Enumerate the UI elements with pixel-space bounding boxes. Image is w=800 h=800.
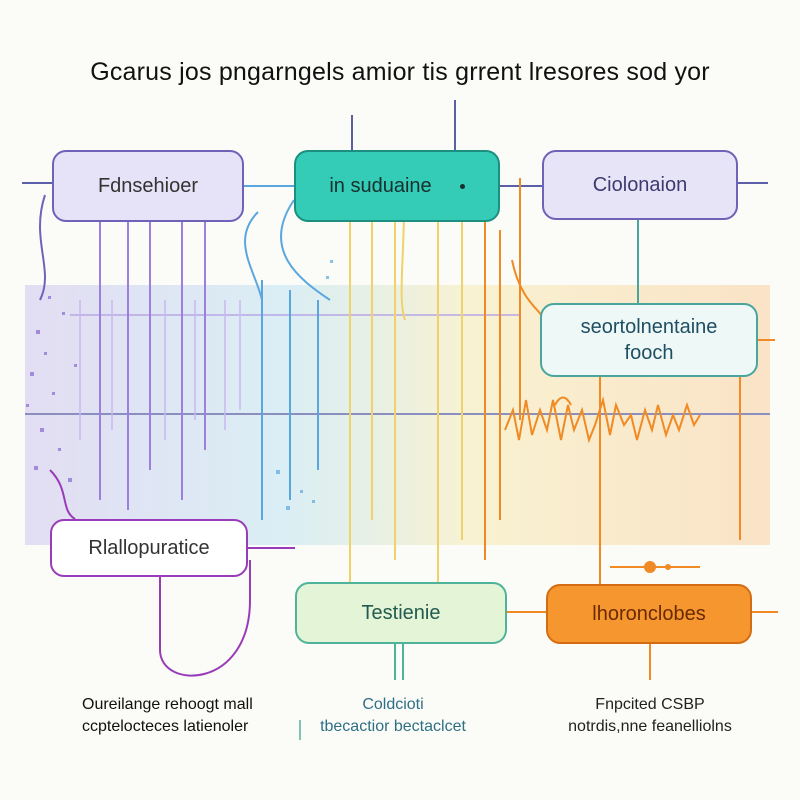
- caption-right: Fnpcited CSBP notrdis,nne feanelliolns: [540, 694, 760, 737]
- box-bottom-center-label: Testienie: [361, 602, 441, 624]
- caption-left: Oureilange rehoogt mall ccptelocteces la…: [82, 694, 253, 737]
- caption-right-line2: notrdis,nne feanelliolns: [568, 717, 732, 735]
- box-bottom-center: Testienie: [295, 582, 507, 644]
- box-middle-right-line2: fooch: [624, 342, 674, 364]
- caption-left-line1: Oureilange rehoogt mall: [82, 696, 253, 713]
- box-bottom-right-label: lhoronclobes: [592, 603, 706, 625]
- box-middle-right-line1: seortolnentaine: [580, 316, 718, 338]
- caption-left-line2: ccptelocteces latienoler: [82, 717, 249, 735]
- box-bottom-right: lhoronclobes: [546, 584, 752, 644]
- box-top-center-label: in suduaine: [329, 175, 432, 197]
- box-middle-left-label: Rlallopuratice: [88, 537, 210, 559]
- box-top-right: Ciolonaion: [542, 150, 738, 220]
- box-middle-left: Rlallopuratice: [50, 519, 248, 577]
- caption-right-line1: Fnpcited CSBP: [595, 696, 705, 713]
- caption-center-line1: Coldcioti: [362, 696, 424, 713]
- caption-center-line2: tbecactior bectaclcet: [320, 717, 466, 735]
- caption-center: Coldcioti tbecactior bectaclcet: [300, 694, 486, 737]
- box-top-left-label: Fdnsehioer: [97, 175, 199, 197]
- diagram-title: Gcarus jos pngarngels amior tis grrent l…: [90, 58, 710, 86]
- box-top-left: Fdnsehioer: [52, 150, 244, 222]
- box-top-center: in suduaine: [294, 150, 500, 222]
- box-middle-right: seortolnentaine fooch: [540, 303, 758, 377]
- box-top-right-label: Ciolonaion: [592, 174, 688, 196]
- dot-icon: [459, 183, 465, 189]
